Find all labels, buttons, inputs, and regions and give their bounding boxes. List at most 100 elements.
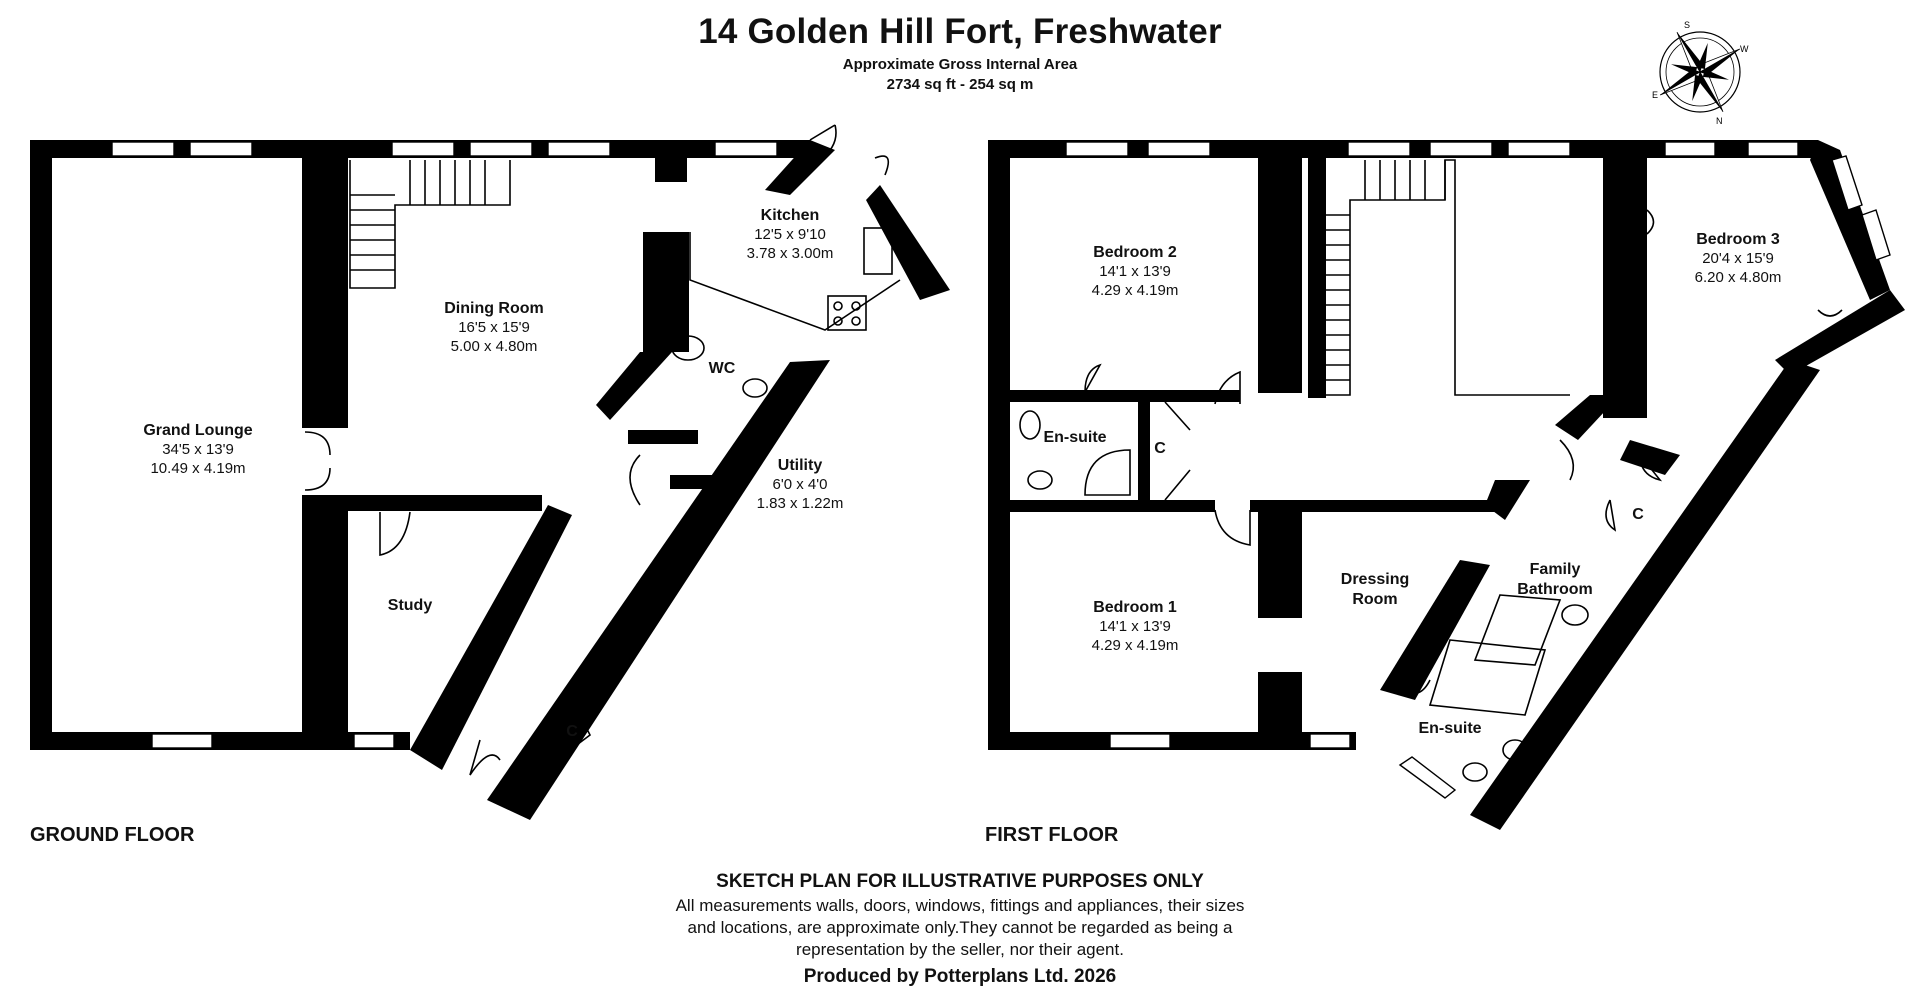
room-size-metric: 6.20 x 4.80m bbox=[1695, 269, 1782, 286]
chimney-breast bbox=[1646, 209, 1655, 235]
room-size-metric: 3.78 x 3.00m bbox=[747, 245, 834, 262]
wall bbox=[628, 430, 698, 444]
disclaimer-title: SKETCH PLAN FOR ILLUSTRATIVE PURPOSES ON… bbox=[716, 871, 1204, 892]
bath-icon bbox=[1473, 594, 1562, 666]
room-name: Bedroom 3 bbox=[1696, 231, 1780, 248]
wall bbox=[1258, 158, 1302, 393]
wall bbox=[1250, 500, 1500, 512]
room-ensuite-left: En-suite bbox=[1043, 429, 1106, 446]
page-title: 14 Golden Hill Fort, Freshwater bbox=[698, 12, 1222, 51]
room-name: Utility bbox=[778, 457, 823, 474]
chimney-breast bbox=[1817, 309, 1843, 317]
room-size-metric: 1.83 x 1.22m bbox=[757, 495, 844, 512]
door bbox=[469, 739, 501, 776]
room-cupboard-right: C bbox=[1632, 506, 1644, 523]
room-ensuite-right: En-suite bbox=[1418, 720, 1481, 737]
room-name: Study bbox=[388, 597, 433, 614]
toilet-icon bbox=[1561, 604, 1589, 626]
wall bbox=[1620, 440, 1680, 475]
room-grand-lounge: Grand Lounge 34'5 x 13'9 10.49 x 4.19m bbox=[143, 422, 252, 477]
producer-credit: Produced by Potterplans Ltd. 2026 bbox=[803, 966, 1117, 987]
window bbox=[1309, 733, 1351, 749]
window bbox=[353, 733, 395, 749]
window bbox=[1109, 733, 1171, 749]
door bbox=[1084, 363, 1102, 393]
window bbox=[1831, 155, 1863, 211]
room-family-bathroom: Family Bathroom bbox=[1517, 561, 1593, 598]
ground-floor-plan: Grand Lounge 34'5 x 13'9 10.49 x 4.19m D… bbox=[30, 124, 950, 820]
kitchen-counter bbox=[689, 232, 901, 331]
wall bbox=[1010, 390, 1240, 402]
window bbox=[1147, 141, 1211, 157]
room-size-imperial: 34'5 x 13'9 bbox=[162, 441, 234, 458]
window bbox=[1398, 756, 1457, 799]
door bbox=[1404, 679, 1431, 695]
room-size-imperial: 14'1 x 13'9 bbox=[1099, 618, 1171, 635]
first-floor-label: FIRST FLOOR bbox=[985, 824, 1119, 846]
compass-label-w: W bbox=[1740, 44, 1749, 54]
room-name: En-suite bbox=[1043, 429, 1106, 446]
room-cupboard-left: C bbox=[1154, 440, 1166, 457]
wall bbox=[1470, 360, 1820, 830]
sink-icon bbox=[863, 227, 893, 275]
door bbox=[1639, 454, 1663, 482]
room-size-imperial: 6'0 x 4'0 bbox=[773, 476, 828, 493]
wall bbox=[1810, 140, 1890, 300]
room-wc: WC bbox=[709, 360, 736, 377]
wall bbox=[988, 140, 1010, 750]
window bbox=[469, 141, 533, 157]
wall bbox=[765, 140, 835, 195]
wall bbox=[1485, 480, 1530, 520]
staircase bbox=[349, 160, 511, 289]
door bbox=[1214, 370, 1241, 405]
room-size-imperial: 14'1 x 13'9 bbox=[1099, 263, 1171, 280]
room-size-metric: 5.00 x 4.80m bbox=[451, 338, 538, 355]
room-bedroom-3: Bedroom 3 20'4 x 15'9 6.20 x 4.80m bbox=[1695, 231, 1782, 286]
door bbox=[1559, 439, 1575, 481]
bath-icon bbox=[1428, 639, 1547, 716]
room-name: Grand Lounge bbox=[143, 422, 252, 439]
room-study: Study bbox=[388, 597, 433, 614]
room-bedroom-1: Bedroom 1 14'1 x 13'9 4.29 x 4.19m bbox=[1092, 599, 1179, 654]
disclaimer-line: All measurements walls, doors, windows, … bbox=[675, 896, 1245, 915]
door bbox=[1605, 499, 1617, 532]
window bbox=[1347, 141, 1411, 157]
wall bbox=[1380, 560, 1490, 700]
wall bbox=[30, 140, 52, 750]
double-door bbox=[1164, 401, 1191, 501]
room-size-imperial: 12'5 x 9'10 bbox=[754, 226, 826, 243]
wall bbox=[302, 158, 348, 428]
window bbox=[547, 141, 611, 157]
wall bbox=[670, 475, 730, 489]
wall bbox=[302, 495, 348, 750]
ground-floor-label: GROUND FLOOR bbox=[30, 824, 195, 846]
wall bbox=[643, 232, 689, 352]
window bbox=[1861, 209, 1891, 261]
staircase bbox=[1309, 159, 1570, 396]
window bbox=[151, 733, 213, 749]
room-kitchen: Kitchen 12'5 x 9'10 3.78 x 3.00m bbox=[747, 207, 834, 262]
wall bbox=[655, 158, 687, 182]
toilet-icon bbox=[1462, 762, 1488, 782]
wall bbox=[302, 495, 542, 511]
window bbox=[189, 141, 253, 157]
wall bbox=[596, 352, 672, 420]
double-door bbox=[304, 431, 331, 491]
compass-label-s: S bbox=[1684, 20, 1690, 30]
room-name: Bedroom 2 bbox=[1093, 244, 1177, 261]
wall bbox=[1010, 500, 1215, 512]
room-name: Dining Room bbox=[444, 300, 544, 317]
room-utility: Utility 6'0 x 4'0 1.83 x 1.22m bbox=[757, 457, 844, 512]
window bbox=[391, 141, 455, 157]
window bbox=[1664, 141, 1716, 157]
room-name-line1: Family bbox=[1530, 561, 1581, 578]
toilet-icon bbox=[742, 378, 768, 398]
door bbox=[379, 511, 411, 556]
washbasin-icon bbox=[1502, 739, 1528, 761]
shower-tray-icon bbox=[1084, 449, 1131, 496]
room-size-metric: 4.29 x 4.19m bbox=[1092, 637, 1179, 654]
disclaimer-line: representation by the seller, nor their … bbox=[796, 940, 1124, 959]
room-name: C bbox=[1154, 440, 1166, 457]
door bbox=[809, 124, 837, 161]
